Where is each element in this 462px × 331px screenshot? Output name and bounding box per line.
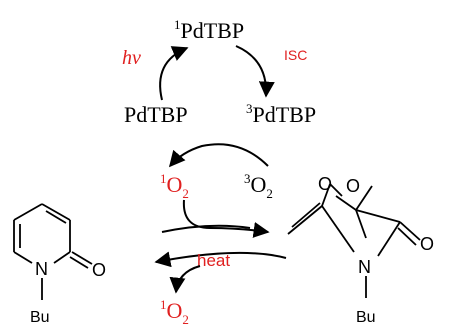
- pyridone-o-label: O: [92, 260, 106, 280]
- endoperoxide-carbonyl-o-label: O: [420, 234, 434, 254]
- hv-label: hv: [122, 47, 141, 69]
- endoperoxide-o1-label: O: [318, 174, 332, 194]
- forward-arrow: [182, 199, 270, 238]
- pyridone-structure: [13, 203, 93, 300]
- released-oxygen-label: 1O2: [160, 297, 189, 327]
- hv-arrow: [159, 46, 189, 101]
- singlet-pdtbp-label: 1PdTBP: [174, 17, 244, 43]
- pyridone-n-label: N: [35, 259, 48, 279]
- endoperoxide-n-label: N: [358, 257, 371, 277]
- endoperoxide-bu-label: Bu: [356, 309, 376, 326]
- forward-arrow-tail: [161, 224, 251, 233]
- energy-transfer-arrow: [168, 143, 269, 168]
- endoperoxide-structure: [287, 183, 421, 298]
- triplet-oxygen-label: 3O2: [244, 171, 273, 201]
- reverse-arrow: [154, 251, 287, 268]
- triplet-pdtbp-label: 3PdTBP: [246, 101, 316, 127]
- isc-label: ISC: [284, 47, 307, 63]
- pyridone-bu-label: Bu: [30, 309, 50, 326]
- isc-arrow: [235, 45, 275, 98]
- release-arrow: [169, 265, 201, 294]
- ground-pdtbp-label: PdTBP: [124, 102, 188, 127]
- singlet-oxygen-label: 1O2: [160, 171, 189, 201]
- heat-label: heat: [197, 251, 230, 270]
- endoperoxide-o2-label: O: [346, 176, 360, 196]
